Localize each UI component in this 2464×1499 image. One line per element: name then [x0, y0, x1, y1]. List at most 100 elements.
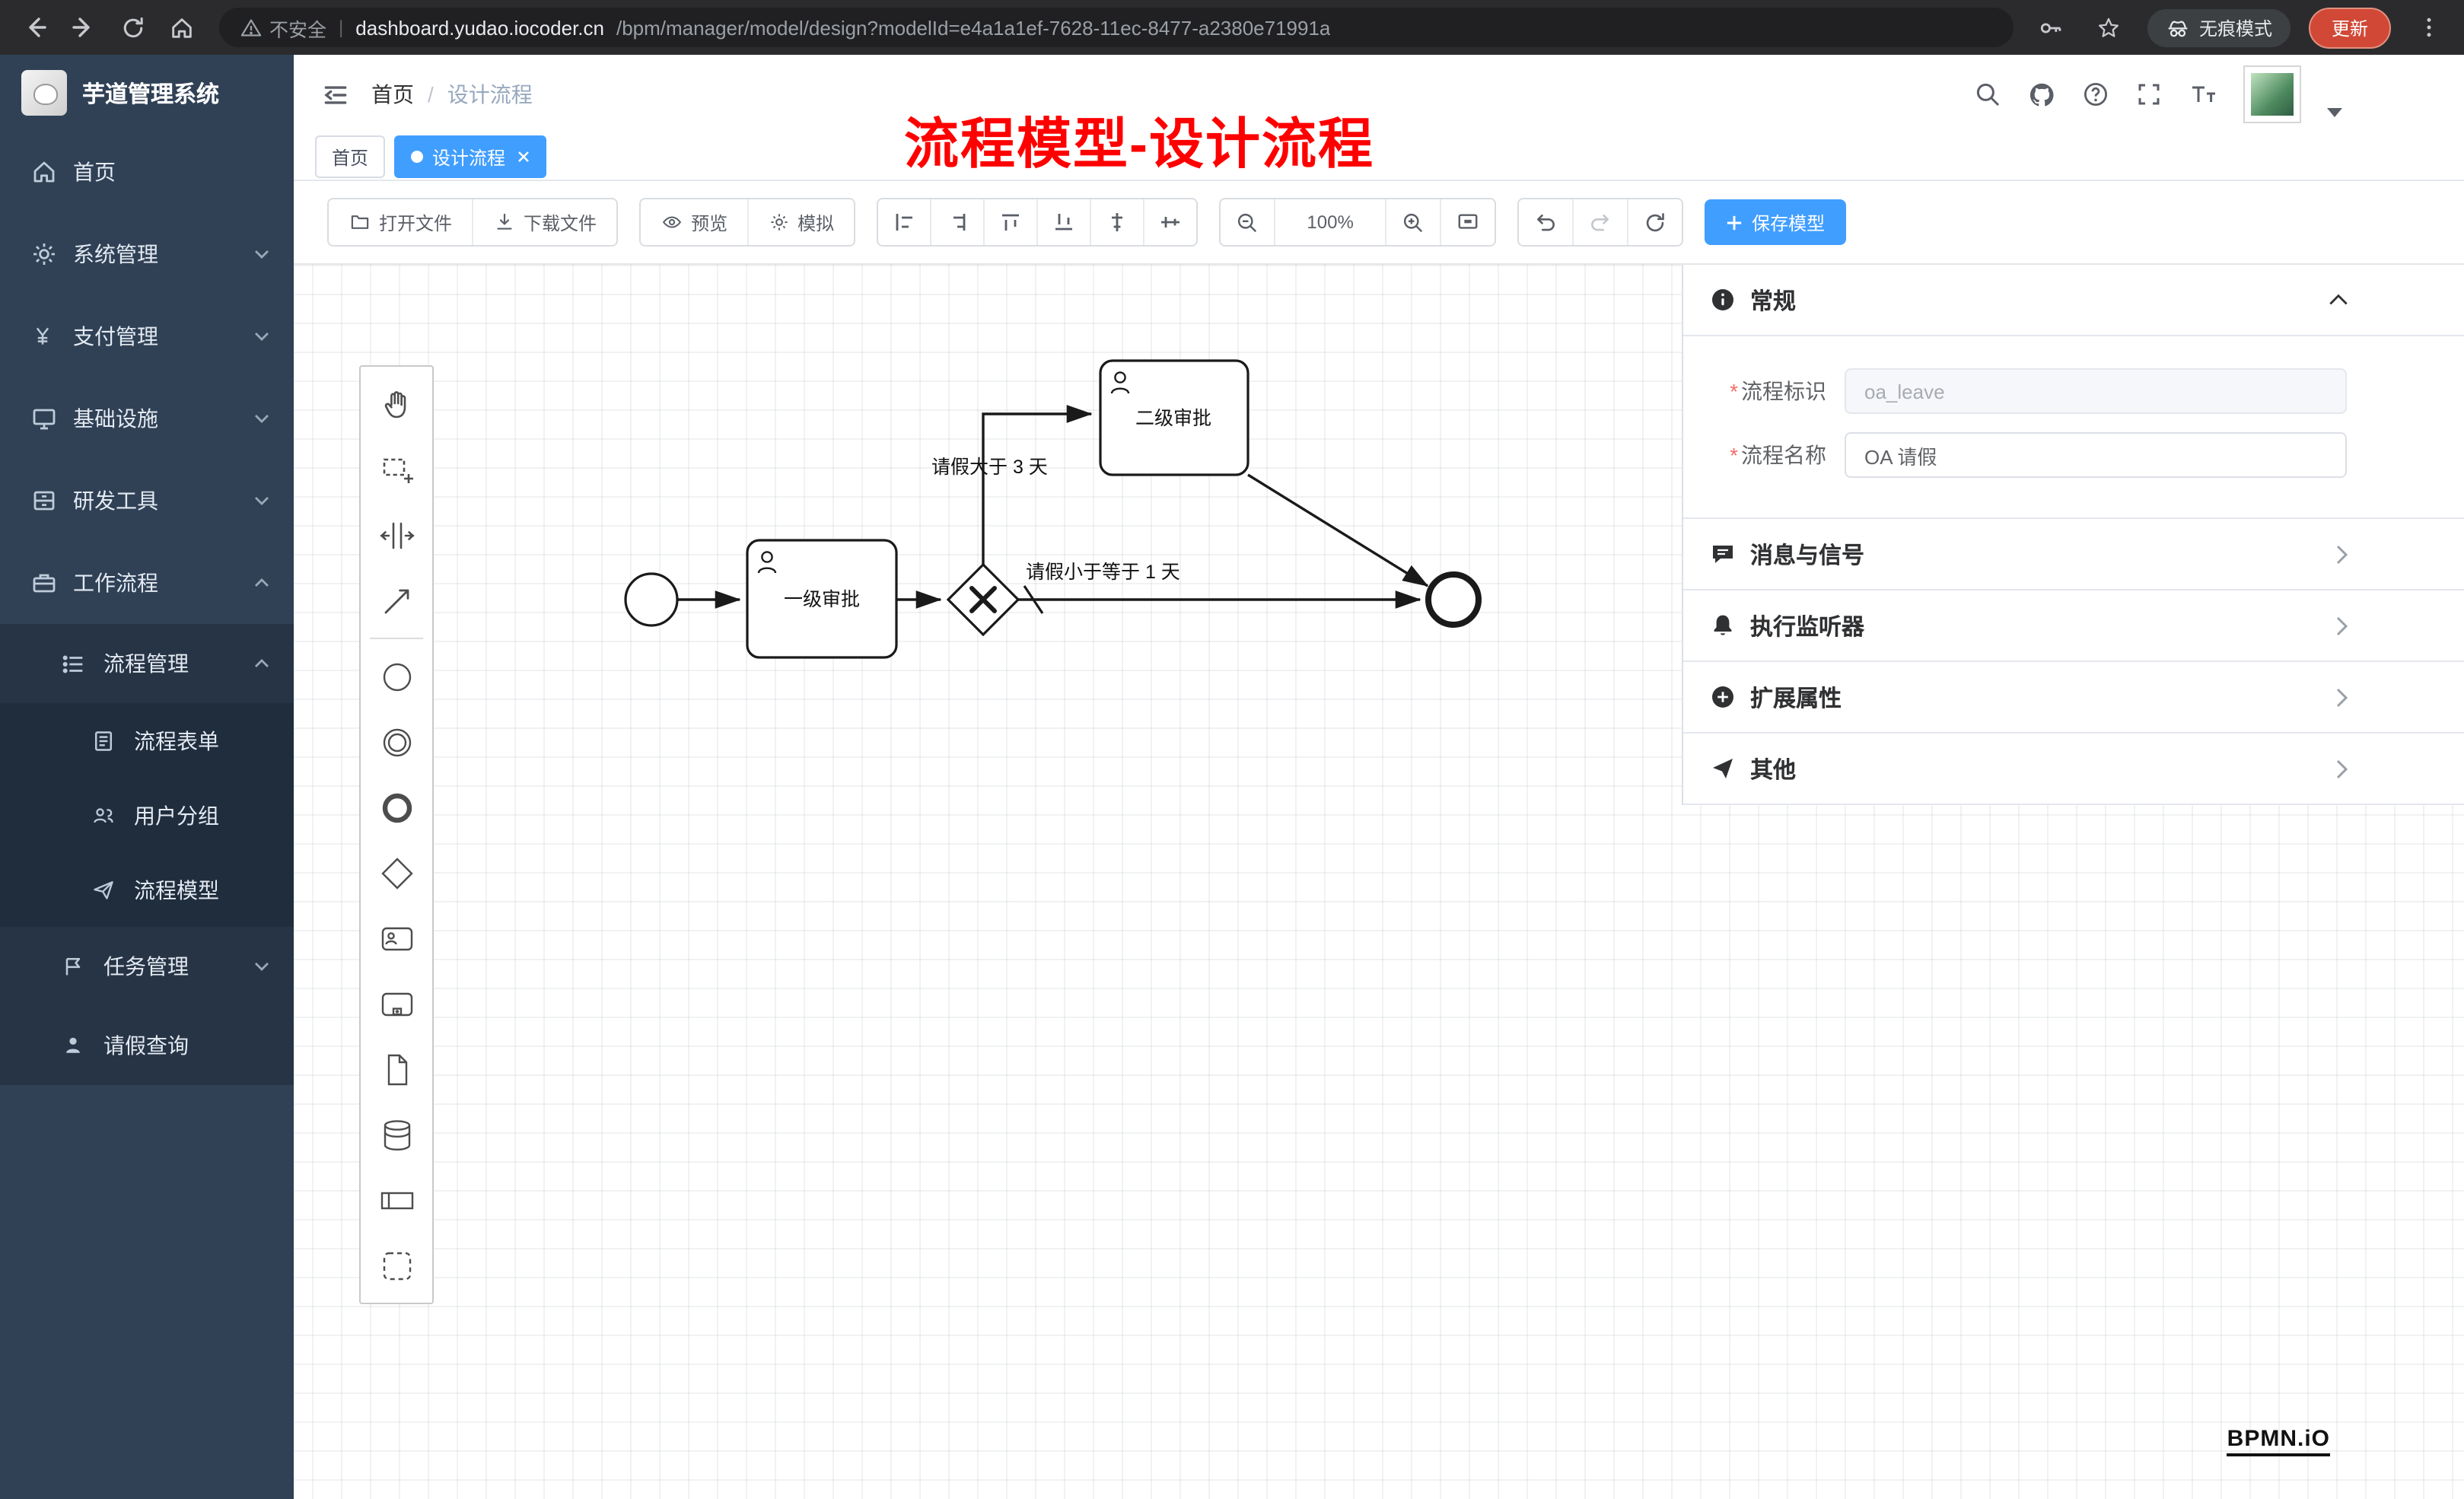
chevron-up-icon — [254, 578, 269, 587]
create-participant[interactable] — [361, 1167, 432, 1233]
fullscreen-icon[interactable] — [2135, 81, 2163, 108]
process-name-input[interactable] — [1845, 432, 2347, 478]
download-file-button[interactable]: 下载文件 — [472, 199, 617, 245]
zoom-out-button[interactable] — [1221, 199, 1275, 245]
create-intermediate-event[interactable] — [361, 709, 432, 775]
zoom-reset-button[interactable] — [1440, 199, 1495, 245]
github-icon[interactable] — [2027, 80, 2056, 109]
app-logo-row[interactable]: 芋道管理系统 — [0, 55, 294, 131]
create-user-task[interactable] — [361, 905, 432, 971]
sidebar-item-payment[interactable]: 支付管理 — [0, 295, 294, 377]
key-icon[interactable] — [2032, 8, 2071, 47]
undo-button[interactable] — [1519, 199, 1573, 245]
required-marker: * — [1730, 443, 1738, 467]
exclusive-gateway[interactable] — [946, 562, 1020, 637]
sidebar-item-leave-query[interactable]: 请假查询 — [0, 1006, 294, 1085]
required-marker: * — [1730, 379, 1738, 403]
section-execution-listeners[interactable]: 执行监听器 — [1683, 590, 2464, 662]
breadcrumb-home[interactable]: 首页 — [371, 82, 414, 107]
bookmark-star-icon[interactable] — [2090, 8, 2129, 47]
create-data-object[interactable] — [361, 1036, 432, 1102]
sidebar-item-devtools[interactable]: 研发工具 — [0, 460, 294, 542]
incognito-icon — [2168, 20, 2188, 37]
flow-task2-to-end[interactable] — [1247, 473, 1429, 587]
sidebar-item-process-model[interactable]: 流程模型 — [0, 852, 294, 927]
hand-tool[interactable] — [361, 371, 432, 437]
app-logo — [21, 70, 67, 116]
update-button[interactable]: 更新 — [2308, 7, 2391, 48]
section-messages-signals[interactable]: 消息与信号 — [1683, 519, 2464, 590]
sidebar-item-home[interactable]: 首页 — [0, 131, 294, 213]
warning-icon — [240, 18, 262, 36]
zoom-in-button[interactable] — [1385, 199, 1441, 245]
section-extended-attrs[interactable]: 扩展属性 — [1683, 662, 2464, 734]
create-end-event[interactable] — [361, 775, 432, 840]
tab-home[interactable]: 首页 — [315, 135, 386, 178]
avatar-image — [2251, 73, 2294, 116]
sidebar-item-process-form[interactable]: 流程表单 — [0, 703, 294, 778]
space-tool[interactable] — [361, 502, 432, 568]
plus-icon — [1727, 215, 1742, 230]
security-warning[interactable]: 不安全 — [240, 13, 326, 42]
bpmn-canvas[interactable]: 一级审批 二级审批 — [294, 263, 2464, 1499]
flow-gateway-to-task2[interactable] — [982, 405, 1093, 565]
create-gateway[interactable] — [361, 840, 432, 905]
restart-button[interactable] — [1627, 199, 1682, 245]
back-icon[interactable] — [15, 8, 55, 47]
task-second-approval[interactable]: 二级审批 — [1099, 359, 1250, 476]
process-name-label: 流程名称 — [1741, 443, 1826, 467]
align-top-button[interactable] — [983, 199, 1037, 245]
help-icon[interactable] — [2082, 81, 2109, 108]
open-file-button[interactable]: 打开文件 — [329, 199, 473, 245]
create-data-store[interactable] — [361, 1102, 432, 1167]
save-model-button[interactable]: 保存模型 — [1705, 199, 1847, 245]
redo-button[interactable] — [1572, 199, 1628, 245]
sidebar-item-system[interactable]: 系统管理 — [0, 213, 294, 295]
default-flow-marker — [1023, 585, 1044, 614]
address-bar[interactable]: 不安全 | dashboard.yudao.iocoder.cn/bpm/man… — [219, 8, 2014, 47]
task-first-approval[interactable]: 一级审批 — [746, 539, 898, 659]
section-other[interactable]: 其他 — [1683, 734, 2464, 805]
bpmn-io-logo[interactable]: BPMN.iO — [2227, 1426, 2330, 1456]
section-general[interactable]: 常规 — [1683, 265, 2464, 336]
search-icon[interactable] — [1974, 81, 2001, 108]
align-left-icon — [896, 214, 913, 231]
flow-label-gt3[interactable]: 请假大于 3 天 — [931, 457, 1048, 478]
create-subprocess[interactable] — [361, 971, 432, 1036]
yen-icon — [30, 324, 58, 348]
close-tab-icon[interactable] — [517, 151, 530, 163]
tab-design-process[interactable]: 设计流程 — [394, 135, 547, 178]
sidebar-item-task-mgmt[interactable]: 任务管理 — [0, 927, 294, 1006]
simulate-button[interactable]: 模拟 — [747, 199, 855, 245]
avatar-caret-icon[interactable] — [2327, 108, 2342, 117]
create-start-event[interactable] — [361, 644, 432, 709]
lasso-tool[interactable] — [361, 437, 432, 502]
bpmn-diagram[interactable]: 一级审批 二级审批 — [294, 265, 2464, 1499]
start-event[interactable] — [624, 572, 679, 627]
align-center-button[interactable] — [1090, 199, 1144, 245]
sidebar-item-user-group[interactable]: 用户分组 — [0, 778, 294, 852]
font-size-icon[interactable] — [2189, 81, 2217, 108]
align-middle-button[interactable] — [1143, 199, 1197, 245]
sidebar-item-infra[interactable]: 基础设施 — [0, 377, 294, 460]
gear-icon — [771, 214, 788, 231]
home-nav-icon[interactable] — [161, 8, 201, 47]
browser-menu-icon[interactable] — [2409, 8, 2449, 47]
sidebar-item-workflow[interactable]: 工作流程 — [0, 542, 294, 624]
preview-button[interactable]: 预览 — [641, 199, 748, 245]
end-event[interactable] — [1425, 571, 1482, 628]
align-left-button[interactable] — [878, 199, 931, 245]
avatar[interactable] — [2243, 65, 2301, 123]
home-icon — [30, 158, 58, 186]
align-bottom-button[interactable] — [1036, 199, 1090, 245]
sidebar-item-process-mgmt[interactable]: 流程管理 — [0, 624, 294, 703]
reload-icon[interactable] — [113, 8, 152, 47]
flow-label-le1[interactable]: 请假小于等于 1 天 — [1026, 562, 1180, 583]
forward-icon[interactable] — [64, 8, 103, 47]
align-right-button[interactable] — [930, 199, 984, 245]
create-group[interactable] — [361, 1233, 432, 1298]
chevron-down-icon — [254, 962, 269, 971]
global-connect-tool[interactable] — [361, 568, 432, 633]
palette-separator — [370, 638, 423, 639]
collapse-sidebar-icon[interactable] — [321, 80, 350, 109]
